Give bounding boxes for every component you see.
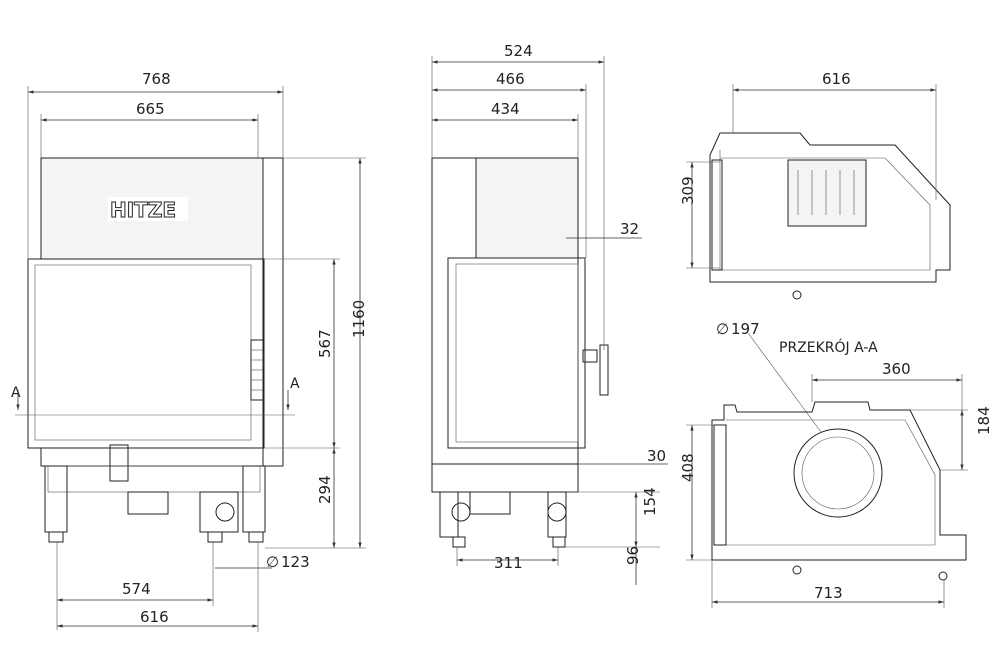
dim-leg-diameter: 123 xyxy=(281,553,310,571)
flue-outer-ring xyxy=(793,428,883,518)
hitze-logo: HITZE xyxy=(108,197,188,223)
side-door-frame xyxy=(447,257,586,449)
flue-inner-ring xyxy=(801,436,875,510)
side-hood xyxy=(475,157,579,259)
top-outline xyxy=(709,132,951,283)
dim-front-width-total: 768 xyxy=(142,70,171,88)
dim-section-width: 713 xyxy=(814,584,843,602)
dim-side-height-154: 154 xyxy=(641,487,659,516)
side-view: 524 466 434 32 30 311 154 96 xyxy=(431,42,668,585)
dim-side-depth-mid: 466 xyxy=(496,70,525,88)
front-center-post xyxy=(109,444,129,482)
section-marker-right: A xyxy=(290,376,300,392)
flue-leader-line xyxy=(747,332,822,433)
side-handle xyxy=(599,344,609,396)
dim-side-offset-top: 32 xyxy=(620,220,639,238)
logo-text: HITZE xyxy=(110,198,176,222)
side-leg-left xyxy=(439,491,459,538)
front-leg-right xyxy=(242,465,266,533)
top-view: 616 309 xyxy=(679,70,951,300)
dim-section-depth: 408 xyxy=(679,453,697,482)
dim-top-depth: 309 xyxy=(679,176,697,205)
side-leg-right xyxy=(547,491,567,538)
side-glass xyxy=(455,263,579,443)
section-dimensions: 360 184 408 713 xyxy=(679,360,993,608)
front-door-frame xyxy=(27,258,265,449)
top-grate xyxy=(787,159,867,227)
section-outline xyxy=(711,401,967,561)
dim-front-height-base: 294 xyxy=(316,475,334,504)
dim-front-width-inner: 665 xyxy=(136,100,165,118)
front-side-panel xyxy=(262,157,284,467)
dim-leg-diameter-symbol: ∅ xyxy=(266,553,279,571)
section-title: PRZEKRÓJ A-A xyxy=(779,338,878,356)
section-view: PRZEKRÓJ A-A ∅ 197 360 184 408 713 xyxy=(679,320,993,608)
dim-front-height-door: 567 xyxy=(316,329,334,358)
side-dimensions: 524 466 434 32 30 311 154 96 xyxy=(431,42,668,585)
dim-flue-height: 184 xyxy=(975,406,993,435)
front-dimensions: 768 665 1160 567 294 ∅ 123 574 616 xyxy=(27,70,368,632)
dim-leg-span-outer: 616 xyxy=(140,608,169,626)
dim-side-depth-total: 524 xyxy=(504,42,533,60)
top-dimensions: 616 309 xyxy=(679,70,937,269)
front-glass xyxy=(34,264,252,441)
dim-leg-span-inner: 574 xyxy=(122,580,151,598)
dim-side-height-96: 96 xyxy=(624,546,642,565)
dim-top-width: 616 xyxy=(822,70,851,88)
dim-flue-diameter-symbol: ∅ xyxy=(716,320,729,338)
section-marker-left: A xyxy=(11,385,21,401)
dim-side-depth-inner: 434 xyxy=(491,100,520,118)
dim-flue-offset: 360 xyxy=(882,360,911,378)
front-ash-box xyxy=(127,491,169,515)
front-air-inlet xyxy=(199,491,239,533)
dim-side-offset-bottom: 30 xyxy=(647,447,666,465)
front-base-strip xyxy=(40,447,264,467)
dim-front-height-total: 1160 xyxy=(350,300,368,338)
dim-flue-diameter: 197 xyxy=(731,320,760,338)
front-view: HITZE A A 768 xyxy=(11,70,368,632)
dim-side-leg-span: 311 xyxy=(494,554,523,572)
